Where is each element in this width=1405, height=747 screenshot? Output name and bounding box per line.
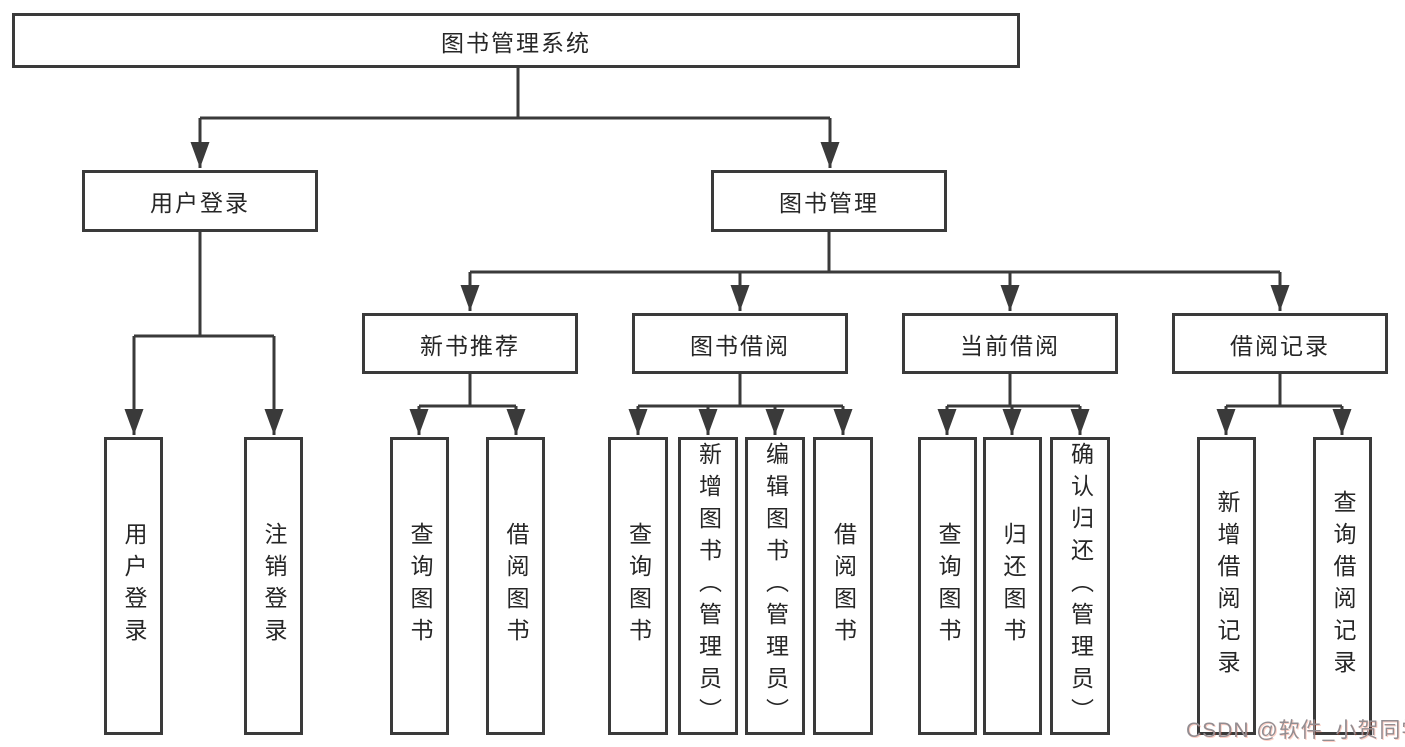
node-leaf-borrow-books: 借阅图书: [813, 437, 873, 735]
node-leaf-query-books-current: 查询图书: [918, 437, 977, 735]
node-new-book-recommend: 新书推荐: [362, 313, 578, 374]
node-leaf-add-book-admin: 新增图书（管理员）: [678, 437, 738, 735]
node-leaf-return-books: 归还图书: [983, 437, 1042, 735]
node-leaf-confirm-return-admin: 确认归还（管理员）: [1050, 437, 1110, 735]
node-leaf-query-books-borrowing: 查询图书: [608, 437, 668, 735]
node-library-management-system: 图书管理系统: [12, 13, 1020, 68]
node-leaf-borrow-books-recommend: 借阅图书: [486, 437, 545, 735]
node-user-login: 用户登录: [82, 170, 318, 232]
node-leaf-query-books-recommend: 查询图书: [390, 437, 449, 735]
node-book-management: 图书管理: [711, 170, 947, 232]
node-current-borrowing: 当前借阅: [902, 313, 1118, 374]
node-leaf-edit-book-admin: 编辑图书（管理员）: [745, 437, 805, 735]
node-borrow-records: 借阅记录: [1172, 313, 1388, 374]
csdn-watermark: CSDN @软件_小贺同学: [1186, 719, 1405, 742]
node-leaf-add-borrow-record: 新增借阅记录: [1197, 437, 1256, 735]
arrowheads: [124, 142, 1352, 435]
node-leaf-user-login: 用户登录: [104, 437, 163, 735]
node-leaf-query-borrow-record: 查询借阅记录: [1313, 437, 1372, 735]
node-leaf-logout: 注销登录: [244, 437, 303, 735]
node-book-borrowing: 图书借阅: [632, 313, 848, 374]
